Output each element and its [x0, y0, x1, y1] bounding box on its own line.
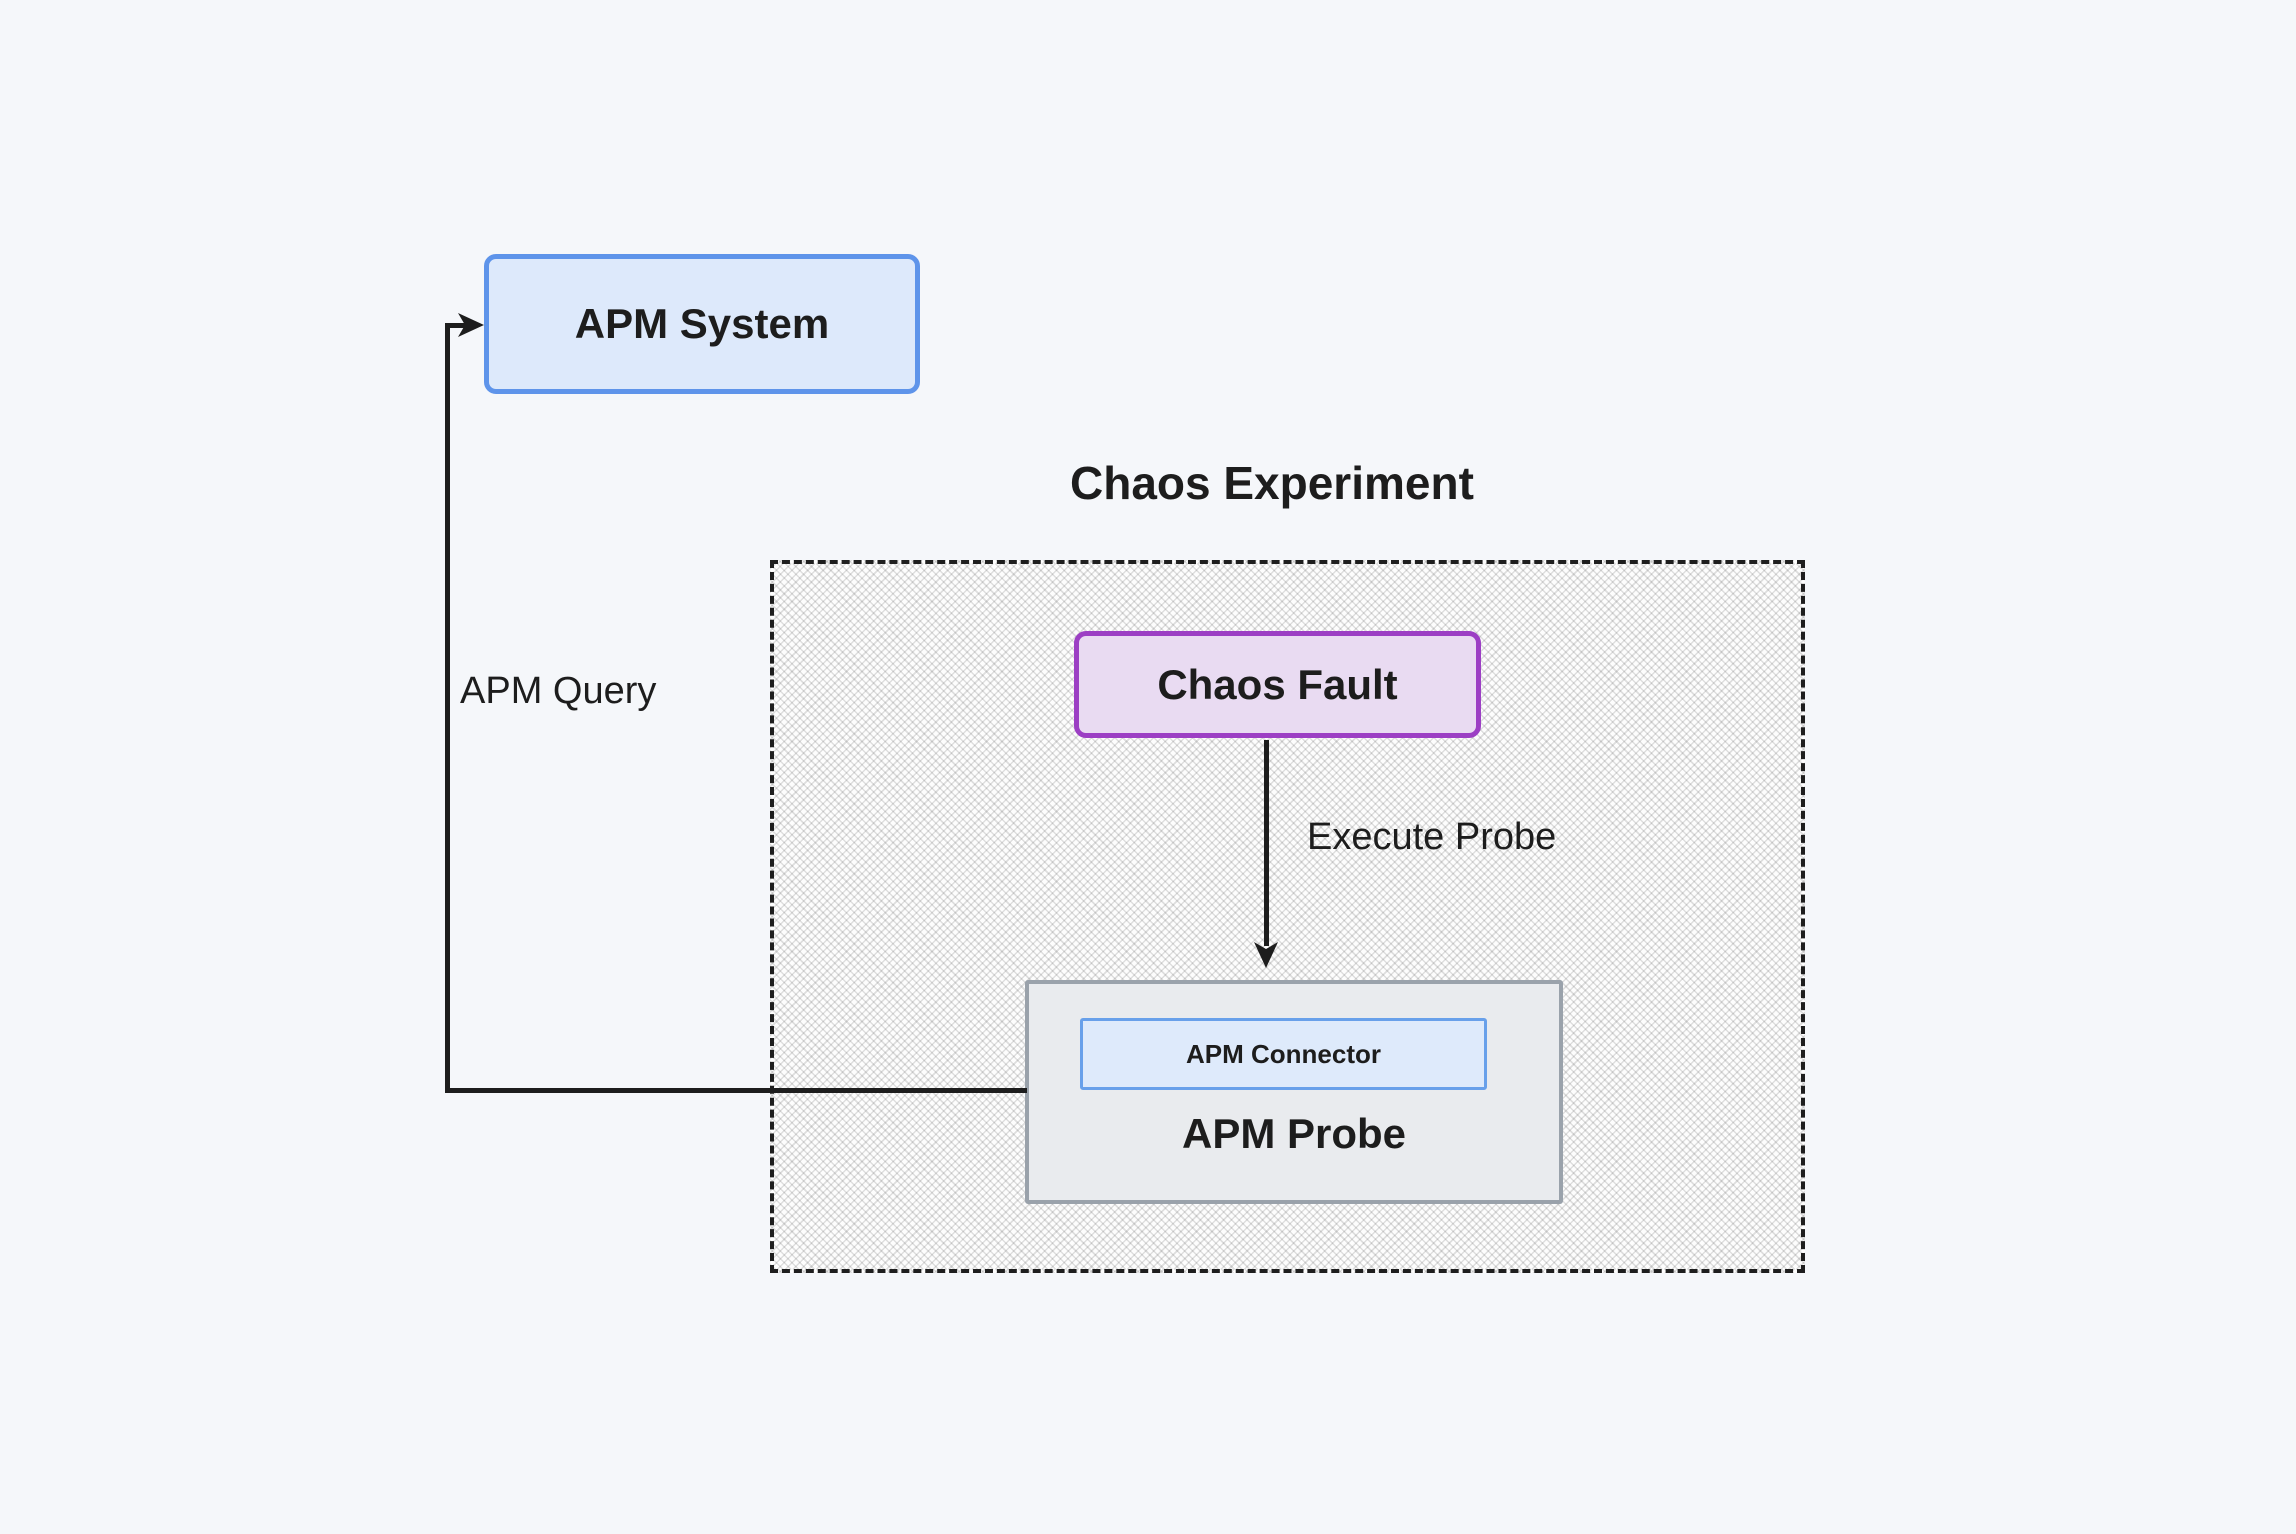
apm-query-arrow-top-segment: [445, 323, 467, 328]
chaos-fault-label: Chaos Fault: [1157, 660, 1398, 708]
chaos-fault-node: Chaos Fault: [1074, 631, 1481, 738]
execute-probe-edge-label: Execute Probe: [1307, 816, 1557, 858]
apm-probe-node: APM Connector APM Probe: [1025, 980, 1563, 1204]
execute-probe-arrow-line: [1264, 740, 1269, 946]
apm-connector-node: APM Connector: [1080, 1018, 1487, 1090]
apm-probe-label: APM Probe: [1181, 1110, 1407, 1157]
apm-system-node: APM System: [484, 254, 920, 394]
arrowhead-right-icon: [458, 311, 484, 344]
apm-system-label: APM System: [574, 300, 830, 347]
apm-query-arrow-bottom-segment: [445, 1088, 1027, 1093]
apm-query-arrow-vertical-segment: [445, 323, 450, 1093]
arrowhead-down-icon: [1252, 942, 1280, 973]
apm-query-edge-label: APM Query: [460, 670, 657, 712]
chaos-experiment-title: Chaos Experiment: [1070, 457, 1474, 509]
apm-connector-label: APM Connector: [1186, 1038, 1381, 1069]
